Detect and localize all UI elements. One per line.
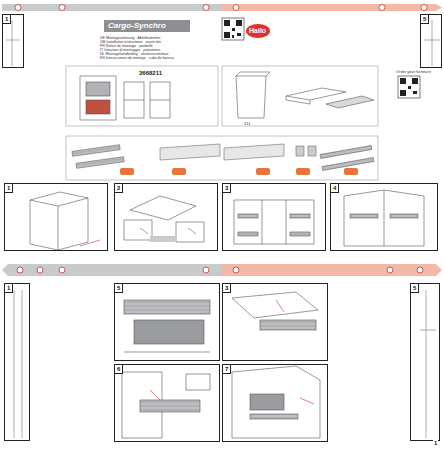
step-number: 1 — [5, 184, 13, 193]
step-number: 4 — [331, 184, 339, 193]
step-panel: 1 — [4, 183, 108, 251]
step-number: 5 — [411, 284, 419, 293]
step-panel: 7 — [222, 364, 328, 442]
label: DE Montageanleitung · Abfallsammler — [100, 36, 160, 41]
label: 311 — [244, 121, 250, 126]
title-text: Cargo-Synchro — [108, 21, 166, 30]
label: GB Installation instructions · waste bin — [100, 40, 161, 45]
step-number: 2 — [115, 184, 123, 193]
label: ES Instrucciones de montaje · cubo de ba… — [100, 56, 174, 61]
step-panel: 6 — [114, 364, 220, 442]
step-panel: 2 — [114, 183, 218, 251]
step-panel: 3 — [222, 283, 328, 361]
step-number: 3 — [223, 184, 231, 193]
step-panel: 1 — [4, 283, 30, 441]
step-number: 1 — [5, 284, 13, 293]
step-panel: 5 — [420, 14, 442, 68]
title-box: Cargo-Synchro — [104, 20, 190, 32]
step-number: 5 — [421, 15, 429, 24]
step-number: 3 — [223, 284, 231, 293]
step-number: 7 — [223, 365, 231, 374]
label: Hailo — [249, 27, 266, 35]
step-panel: 5 — [410, 283, 440, 441]
step-number: 5 — [115, 284, 123, 293]
step-panel: 4 — [330, 183, 438, 251]
step-panel: 3 — [222, 183, 326, 251]
label: 3668211 — [138, 70, 163, 77]
step-number: 6 — [115, 365, 123, 374]
label: IT Istruzioni di montaggio · pattumiera — [100, 48, 160, 53]
label: FR Notice de montage · poubelle — [100, 44, 153, 49]
label: NL Montagehandleiding · afvalverzamelaar — [100, 52, 168, 57]
step-panel: 5 — [114, 283, 220, 361]
label: 1 — [433, 440, 438, 447]
label: Order your furniture — [396, 69, 431, 74]
step-number: 1 — [3, 15, 11, 24]
step-panel: 1 — [2, 14, 24, 68]
